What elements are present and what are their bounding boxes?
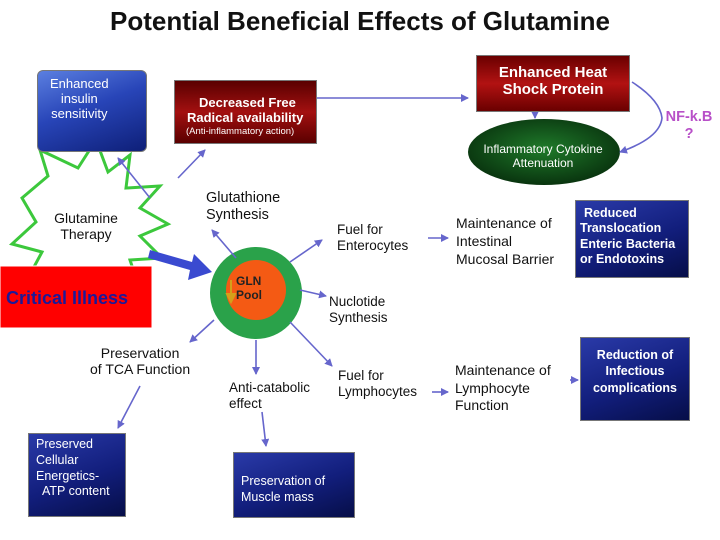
gln-down-arrow-head: [225, 293, 237, 305]
arrow-gln-to-enterocytes: [289, 239, 323, 263]
arrow-gln-to-tca: [189, 319, 215, 343]
fuel-lymphocytes-label: Fuel for Lymphocytes: [338, 368, 418, 399]
free-radical-label: Decreased Free Radical availability: [187, 95, 304, 125]
arrow-anticatabolic-to-muscle: [261, 411, 270, 447]
flow-arrows: [117, 81, 663, 447]
infectious-box: [580, 337, 690, 421]
gln-pool-center: [226, 260, 286, 320]
therapy-to-gln-arrow: [148, 250, 212, 280]
gln-pool-label: GLN Pool: [236, 274, 262, 302]
heat-shock-box: [476, 55, 630, 112]
arrow-to-free-radical: [177, 149, 206, 179]
arrow-gln-to-nucleotide: [299, 289, 327, 299]
fuel-enterocytes-label: Fuel for Enterocytes: [337, 222, 409, 253]
arrow-tca-to-cellular: [117, 385, 141, 429]
heat-shock-label: Enhanced Heat Shock Protein: [498, 64, 608, 99]
muscle-mass-box: [233, 452, 355, 518]
critical-illness-label: Critical Illness: [6, 288, 129, 308]
cellular-energetics-box: [28, 433, 126, 517]
arrow-heat-to-nfkb: [619, 81, 663, 154]
anti-inflammatory-note: (Anti-inflammatory action): [186, 126, 295, 137]
tca-function-label: Preservation of TCA Function: [90, 345, 191, 378]
inflammatory-label: Inflammatory Cytokine Attenuation: [483, 142, 603, 170]
glutathione-label: Glutathione Synthesis: [206, 190, 281, 223]
translocation-label: Reduced Translocation Enteric Bacteria o…: [580, 206, 676, 267]
cellular-energetics-label: Preserved Cellular Energetics- ATP conte…: [36, 437, 110, 499]
inflammatory-ellipse: [468, 119, 620, 185]
lymphocyte-function-label: Maintenance of Lymphocyte Function: [455, 362, 551, 414]
translocation-box: [575, 200, 689, 278]
infectious-label: Reduction of Infectious complications: [592, 348, 678, 395]
anticatabolic-label: Anti-catabolic effect: [229, 380, 311, 411]
nucleotide-synthesis-label: Nuclotide Synthesis: [329, 294, 388, 325]
mucosal-barrier-label: Maintenance of Intestinal Mucosal Barrie…: [456, 215, 555, 268]
enhanced-insulin-box: [37, 70, 147, 152]
arrow-glutathione-to-gln: [211, 229, 237, 259]
enhanced-insulin-label: Enhanced insulin sensitivity: [50, 76, 109, 121]
critical-illness-box: [0, 265, 153, 329]
muscle-mass-label: Preservation of Muscle mass: [241, 474, 326, 505]
page-title: Potential Beneficial Effects of Glutamin…: [110, 6, 610, 36]
nfkb-label: NF-k.B ?: [665, 109, 713, 142]
arrow-gln-to-lymphocytes: [289, 321, 333, 367]
free-radical-box: [174, 80, 317, 144]
glutamine-therapy-label: Glutamine Therapy: [54, 210, 118, 243]
arrow-to-insulin: [117, 157, 151, 199]
